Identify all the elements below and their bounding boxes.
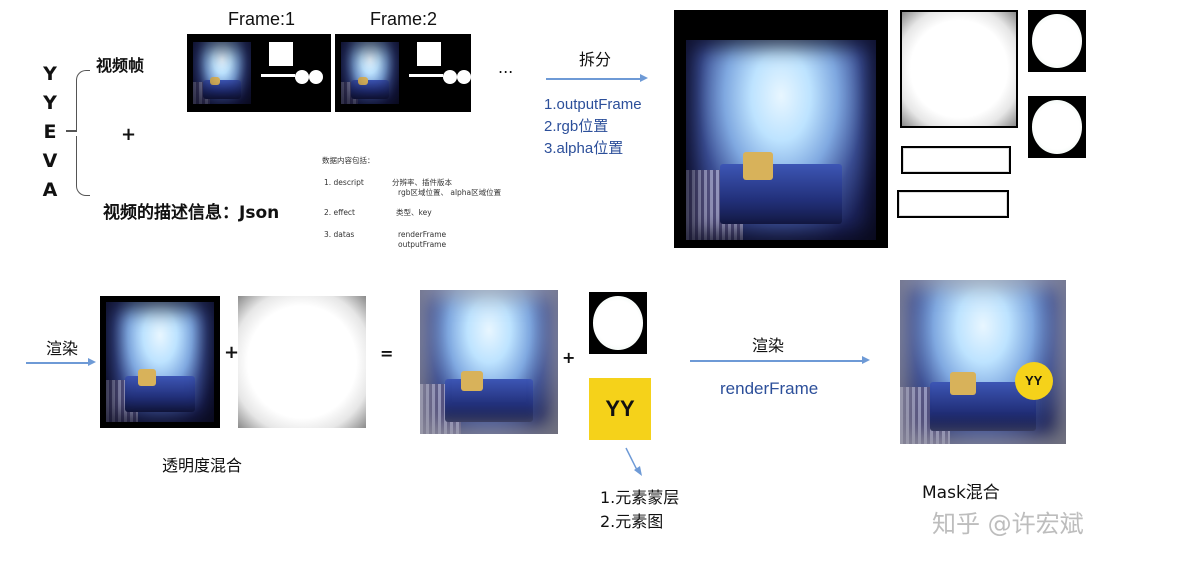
frame-2-alpha-bar	[409, 74, 443, 77]
json-row-key: 3. datas	[324, 230, 355, 239]
brace-bottom	[76, 136, 90, 196]
element-label: 1.元素蒙层	[600, 488, 680, 507]
alpha-circle-tile	[1028, 10, 1086, 72]
plus-sign: +	[562, 348, 576, 367]
render-label-left: 渲染	[46, 339, 79, 358]
alpha-bar-tile	[897, 190, 1009, 218]
frame-1-alpha-bar	[261, 74, 295, 77]
alpha-bar-tile	[901, 146, 1011, 174]
json-row-value: rgb区域位置、 alpha区域位置	[398, 188, 502, 197]
json-row-value: renderFrame	[398, 230, 447, 239]
title-letter: E	[43, 121, 57, 143]
frame-2-alpha-square	[417, 42, 441, 66]
output-frame	[674, 10, 888, 248]
output-frame-scene	[686, 40, 876, 240]
split-item: 2.rgb位置	[544, 118, 609, 135]
json-content-title: 数据内容包括：	[322, 156, 375, 165]
frame-1-alpha-circle	[295, 70, 309, 84]
plus-sign: +	[121, 124, 137, 145]
render-input-scene	[106, 302, 214, 422]
brace-top	[76, 70, 90, 130]
split-item: 1.outputFrame	[544, 96, 642, 113]
alpha-square-part	[900, 10, 1018, 128]
split-item: 3.alpha位置	[544, 140, 624, 157]
frame-1-alpha-circle	[309, 70, 323, 84]
equals-sign: =	[380, 344, 394, 363]
render-arrow-right-head	[862, 356, 870, 364]
element-arrow	[625, 447, 642, 476]
watermark: 知乎 @许宏斌	[932, 510, 1084, 538]
alpha-circle-tile	[1028, 96, 1086, 158]
frame-2-rgb	[341, 42, 399, 104]
ellipsis: ...	[498, 58, 514, 77]
frame-2	[335, 34, 471, 112]
element-label: 2.元素图	[600, 512, 664, 531]
frame-1	[187, 34, 331, 112]
mask-blend-result: YY	[900, 280, 1066, 444]
alpha-square-mask	[902, 12, 1016, 126]
split-arrow	[546, 78, 642, 80]
render-arrow-left-head	[88, 358, 96, 366]
frame-1-rgb	[193, 42, 251, 104]
title-letter: V	[42, 150, 58, 172]
render-input-frame	[100, 296, 220, 428]
title-letter: A	[42, 179, 58, 201]
json-row-value: 类型、key	[396, 208, 432, 217]
brace-tick	[66, 130, 77, 132]
frame-1-alpha-square	[269, 42, 293, 66]
element-image-tile: YY	[589, 378, 651, 440]
frame-2-alpha-circle	[443, 70, 457, 84]
title-letter: Y	[43, 63, 57, 85]
render-frame-label: renderFrame	[720, 379, 819, 398]
yy-logo-text: YY	[605, 396, 635, 421]
frame-1-label: Frame:1	[228, 9, 296, 29]
frame-2-alpha-circle	[457, 70, 471, 84]
alpha-blend-label: 透明度混合	[162, 456, 243, 475]
yy-badge: YY	[1014, 361, 1053, 400]
blended-result	[420, 290, 558, 434]
element-mask-tile	[589, 292, 647, 354]
video-frames-label: 视频帧	[96, 56, 145, 75]
yy-badge-text: YY	[1024, 373, 1043, 389]
split-arrow-head	[640, 74, 648, 82]
json-row-value: 分辨率、插件版本	[392, 178, 452, 187]
json-row-value: outputFrame	[398, 240, 447, 249]
json-row-key: 2. effect	[324, 208, 355, 217]
mask-blend-label: Mask混合	[922, 483, 1000, 503]
json-row-key: 1. descript	[324, 178, 364, 187]
render-label-right: 渲染	[752, 336, 785, 355]
alpha-mask	[238, 296, 366, 428]
frame-2-label: Frame:2	[370, 9, 438, 29]
yyeva-vertical-title: Y Y E V A	[40, 62, 60, 202]
json-description-label: 视频的描述信息：Json	[103, 203, 280, 223]
plus-sign: +	[224, 342, 240, 363]
title-letter: Y	[43, 92, 57, 114]
render-arrow-right	[690, 360, 864, 362]
split-label: 拆分	[579, 50, 612, 69]
alpha-mask-frame	[238, 296, 366, 428]
render-arrow-left	[26, 362, 90, 364]
